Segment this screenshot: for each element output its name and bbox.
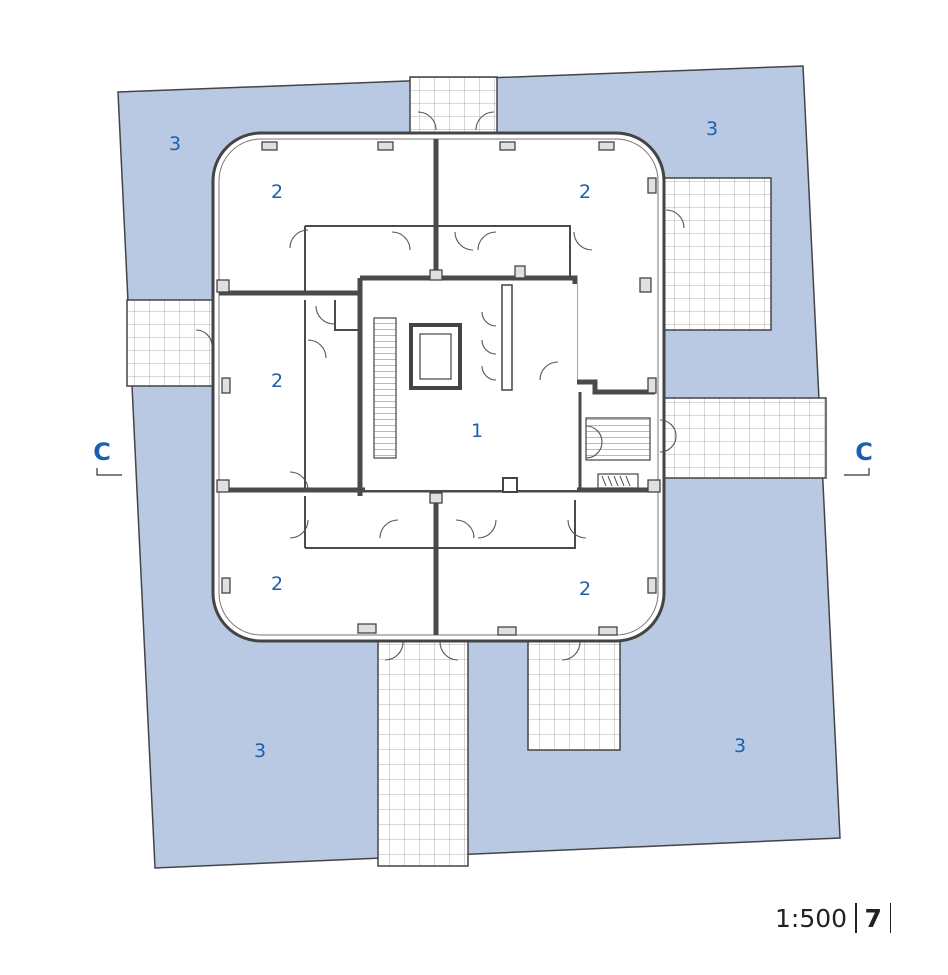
core-wall-east: [501, 284, 513, 391]
section-mark-west: C: [93, 438, 122, 476]
section-mark-east-label: C: [855, 438, 873, 466]
divider: [855, 903, 857, 933]
room-label-office-w: 2: [271, 370, 283, 392]
room-label-terrace-se: 3: [734, 735, 746, 757]
divider-end: [889, 903, 892, 933]
stair-east: [585, 417, 651, 461]
deck-southeast: [527, 639, 621, 751]
room-label-office-se: 2: [579, 578, 591, 600]
page-number: 7: [864, 904, 882, 933]
deck-northeast: [662, 177, 772, 331]
room-label-terrace-nw: 3: [169, 133, 181, 155]
stair-core: [373, 317, 397, 459]
room-label-terrace-sw: 3: [254, 740, 266, 762]
room-label-office-nw: 2: [271, 181, 283, 203]
section-mark-west-label: C: [93, 438, 111, 466]
section-mark-east: C: [844, 438, 873, 476]
room-label-office-ne: 2: [579, 181, 591, 203]
room-label-terrace-ne: 3: [706, 118, 718, 140]
bridge-east: [662, 397, 827, 479]
bridge-south: [377, 639, 469, 867]
column-core-south: [502, 477, 518, 493]
scale-and-page: 1:500 7: [775, 903, 899, 933]
scale-label: 1:500: [775, 904, 848, 933]
bridge-west: [126, 299, 216, 387]
door-swings: [195, 111, 685, 661]
stair-east-lower: [597, 473, 639, 489]
room-label-office-sw: 2: [271, 573, 283, 595]
stair-east-treads: [601, 475, 631, 487]
bridge-north: [409, 76, 498, 136]
room-label-core: 1: [471, 420, 483, 442]
columns: [216, 141, 661, 636]
core-area: [365, 284, 577, 490]
floor-plan: 1 2 2 2 2 2 3 3 3 3 C C: [93, 65, 873, 869]
elevator-car: [419, 333, 452, 380]
